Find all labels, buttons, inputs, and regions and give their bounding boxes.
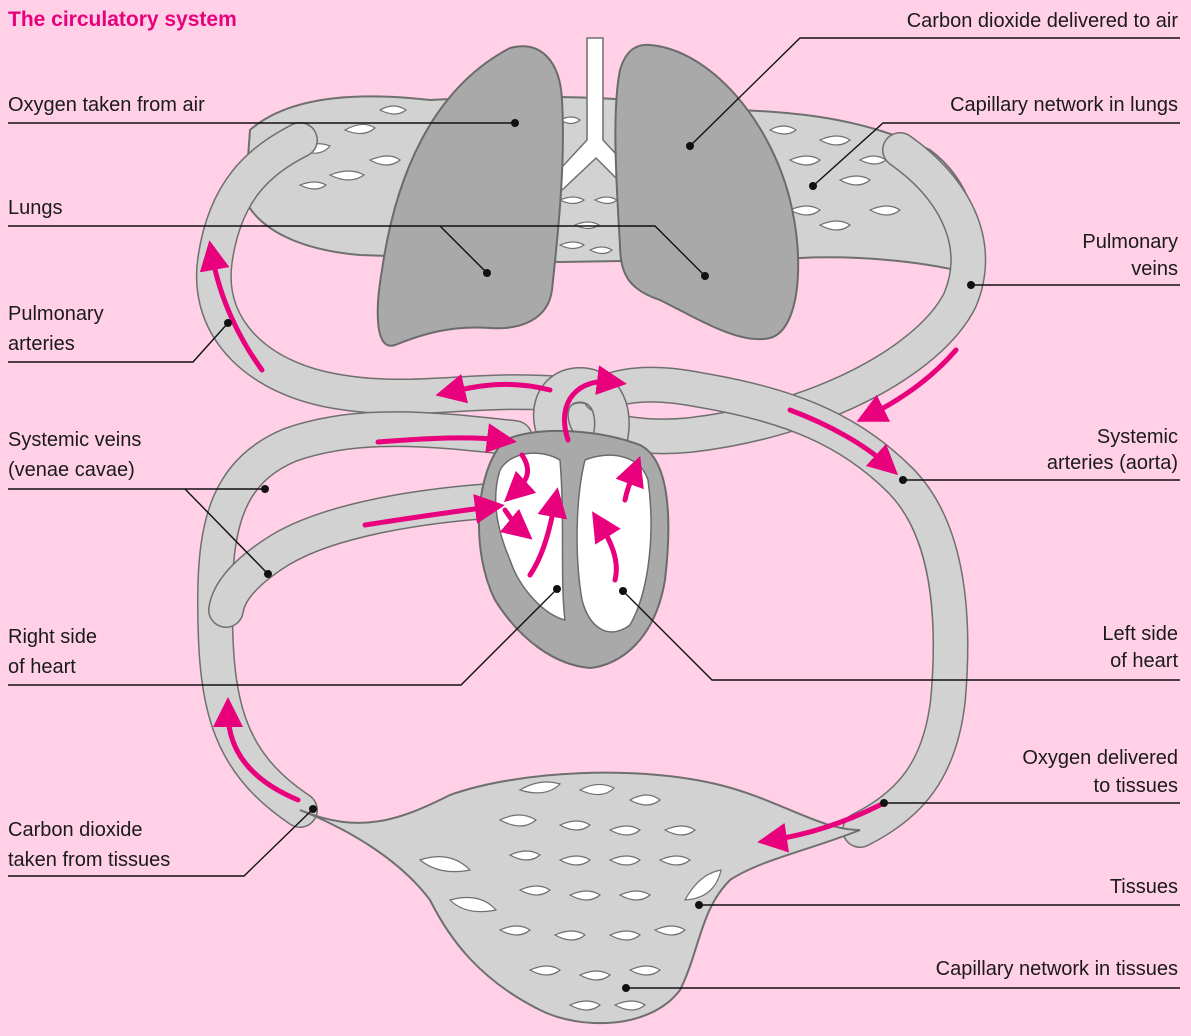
- label-text: Capillary network in lungs: [950, 94, 1178, 116]
- label-line-1: Left side: [1102, 623, 1178, 645]
- label-text: Oxygen taken from air: [8, 94, 205, 116]
- label-carbon-dioxide-taken: Carbon dioxide taken from tissues: [8, 805, 317, 876]
- label-text: Tissues: [1110, 876, 1178, 898]
- label-line-2: of heart: [8, 656, 76, 678]
- label-line-1: Right side: [8, 626, 97, 648]
- label-line-2: of heart: [1110, 650, 1178, 672]
- label-line-1: Pulmonary: [1082, 231, 1178, 253]
- label-line-2: arteries: [8, 333, 75, 355]
- label-right-side-heart: Right side of heart: [8, 585, 561, 685]
- label-line-1: Systemic veins: [8, 429, 141, 451]
- label-line-2: veins: [1131, 258, 1178, 280]
- label-line-2: arteries (aorta): [1047, 452, 1178, 474]
- label-line-1: Oxygen delivered: [1022, 747, 1178, 769]
- label-line-2: to tissues: [1094, 775, 1178, 797]
- label-text: Capillary network in tissues: [936, 958, 1178, 980]
- label-tissues: Tissues: [695, 876, 1180, 909]
- label-line-1: Pulmonary: [8, 303, 104, 325]
- label-line-2: (venae cavae): [8, 459, 135, 481]
- label-line-2: taken from tissues: [8, 849, 170, 871]
- label-text: Lungs: [8, 197, 63, 219]
- label-line-1: Systemic: [1097, 426, 1178, 448]
- label-left-side-heart: Left side of heart: [619, 587, 1180, 680]
- right-lung-shape: [615, 45, 798, 339]
- label-line-1: Carbon dioxide: [8, 819, 143, 841]
- label-systemic-arteries: Systemic arteries (aorta): [899, 426, 1180, 484]
- label-capillary-network-tissues: Capillary network in tissues: [622, 958, 1180, 992]
- label-pulmonary-veins: Pulmonary veins: [967, 231, 1180, 289]
- label-pulmonary-arteries: Pulmonary arteries: [8, 303, 232, 362]
- left-lung-shape: [378, 46, 563, 346]
- label-text: Carbon dioxide delivered to air: [907, 10, 1179, 32]
- heart: [479, 431, 668, 668]
- diagram-title: The circulatory system: [8, 8, 237, 31]
